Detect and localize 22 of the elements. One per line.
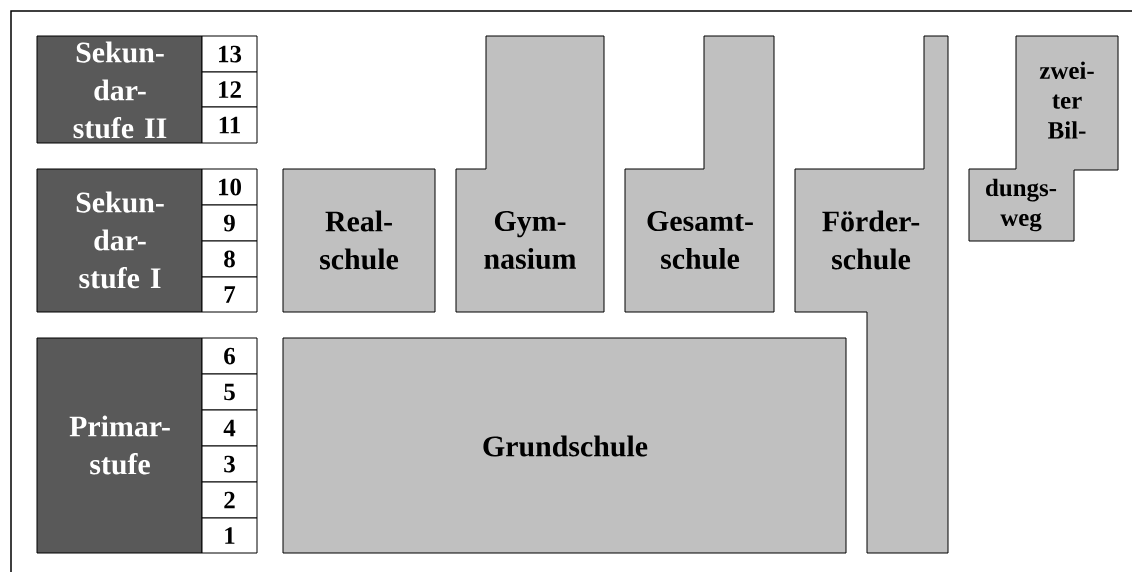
grade-cell: 9	[201, 204, 258, 242]
grade-cell: 6	[201, 337, 258, 375]
stage-box: Primar- stufe	[36, 337, 203, 554]
grade-cell: 12	[201, 71, 258, 108]
grade-cell: 7	[201, 276, 258, 313]
stage-box: Sekun- dar- stufe II	[36, 35, 203, 144]
grade-cell: 10	[201, 168, 258, 206]
grade-cell: 13	[201, 35, 258, 73]
school-block: zwei- ter Bil- dungs- weg	[968, 35, 1119, 242]
grade-cell: 2	[201, 481, 258, 519]
grade-cell: 1	[201, 517, 258, 554]
grade-cell: 3	[201, 445, 258, 483]
grade-cell: 8	[201, 240, 258, 278]
school-block: Real- schule	[282, 168, 436, 313]
school-block: Gesamt- schule	[624, 35, 775, 313]
grade-cell: 11	[201, 106, 258, 144]
grade-cell: 4	[201, 409, 258, 447]
stage-box: Sekun- dar- stufe I	[36, 168, 203, 313]
school-block: Grundschule	[282, 337, 847, 554]
grade-cell: 5	[201, 373, 258, 411]
school-block: Förder- schule	[794, 35, 949, 554]
school-block: Gym- nasium	[455, 35, 605, 313]
